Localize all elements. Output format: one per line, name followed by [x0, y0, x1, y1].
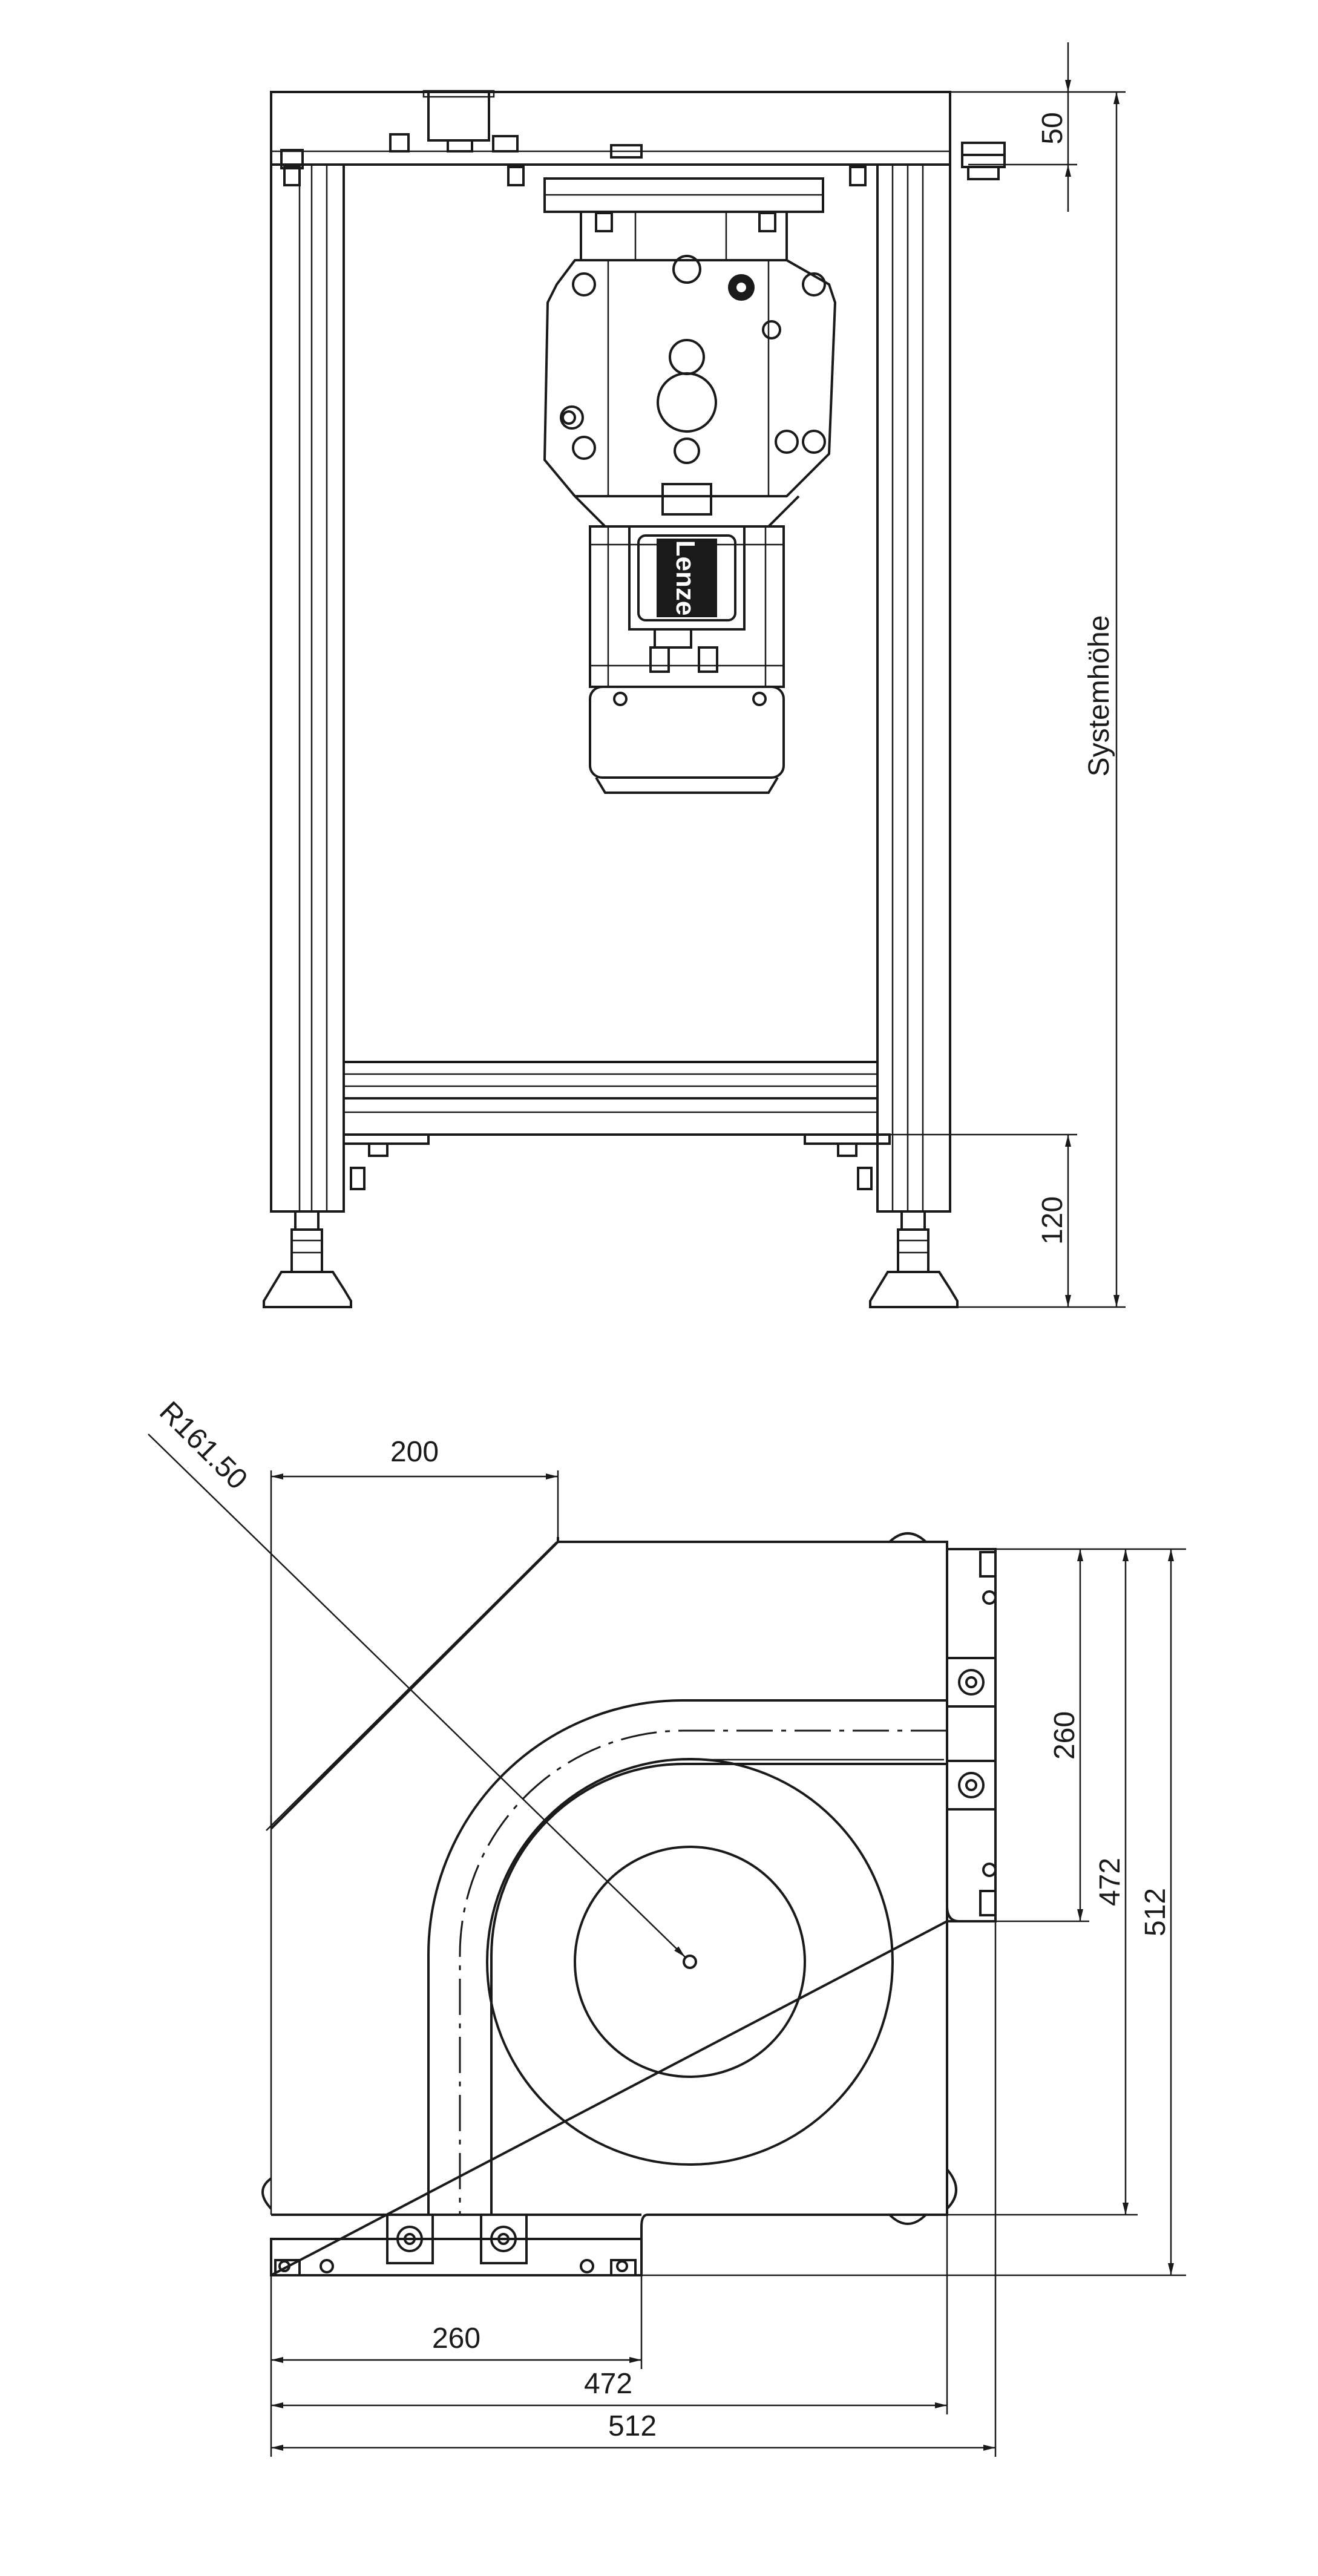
bottom-mount-tab-1: [386, 2214, 434, 2264]
top-sensor-box: [427, 91, 490, 142]
dimension-right-512: 512: [641, 1549, 1186, 2276]
dimension-bottom-512: 512: [271, 2410, 995, 2451]
dimension-bottom-472: 472: [271, 2368, 947, 2408]
dimension-right-260: 260: [995, 1548, 1186, 1922]
dimension-radius: R161.50: [148, 1395, 686, 1958]
dim-bottom-472-label: 472: [584, 2368, 632, 2400]
bottom-mount-tab-2: [480, 2214, 528, 2264]
dim-bottom-clearance-label: 120: [1037, 1196, 1069, 1245]
dimension-system-height: Systemhöhe: [1083, 92, 1120, 1307]
top-view: R161.50 200 260 472 512: [148, 1395, 1186, 2457]
right-mount-tab-2: [946, 1760, 997, 1811]
dim-top-plate-label: 50: [1037, 112, 1069, 144]
dim-corner-width-label: 200: [390, 1436, 439, 1468]
dim-right-472-label: 472: [1094, 1858, 1126, 1906]
drive-hub: [574, 1846, 806, 2078]
right-mount-tab-1: [946, 1657, 997, 1708]
front-view: Lenze 50 120 Systemhöhe: [263, 42, 1126, 1308]
motor-brand-label: Lenze: [670, 540, 700, 616]
dim-right-512-label: 512: [1139, 1888, 1172, 1936]
belt-inner-track: [490, 1763, 947, 2215]
dimension-right-472: 472: [947, 1549, 1138, 2216]
right-leg: [876, 163, 951, 1213]
belt-outer-track: [427, 1699, 947, 2215]
belt-centerline: [459, 1729, 947, 2215]
left-leg: [270, 163, 345, 1213]
curve-body-outline: [270, 1541, 995, 2276]
motor-fan-cover: [589, 686, 785, 779]
lower-crossbeam: [343, 1061, 879, 1100]
dimension-corner-width: 200: [270, 1436, 559, 1827]
dim-bottom-512-label: 512: [608, 2410, 657, 2442]
dimension-bottom-260: 260: [271, 2322, 641, 2363]
dim-system-height-label: Systemhöhe: [1083, 615, 1115, 777]
dim-bottom-260-label: 260: [432, 2322, 480, 2355]
dimension-bottom-clearance: 120: [877, 1133, 1126, 1308]
dim-right-260-label: 260: [1049, 1711, 1081, 1760]
gearbox: [543, 259, 837, 497]
outer-turn-disc: [486, 1758, 894, 2166]
dimension-top-plate: 50: [950, 42, 1126, 212]
dim-radius-label: R161.50: [153, 1395, 254, 1496]
